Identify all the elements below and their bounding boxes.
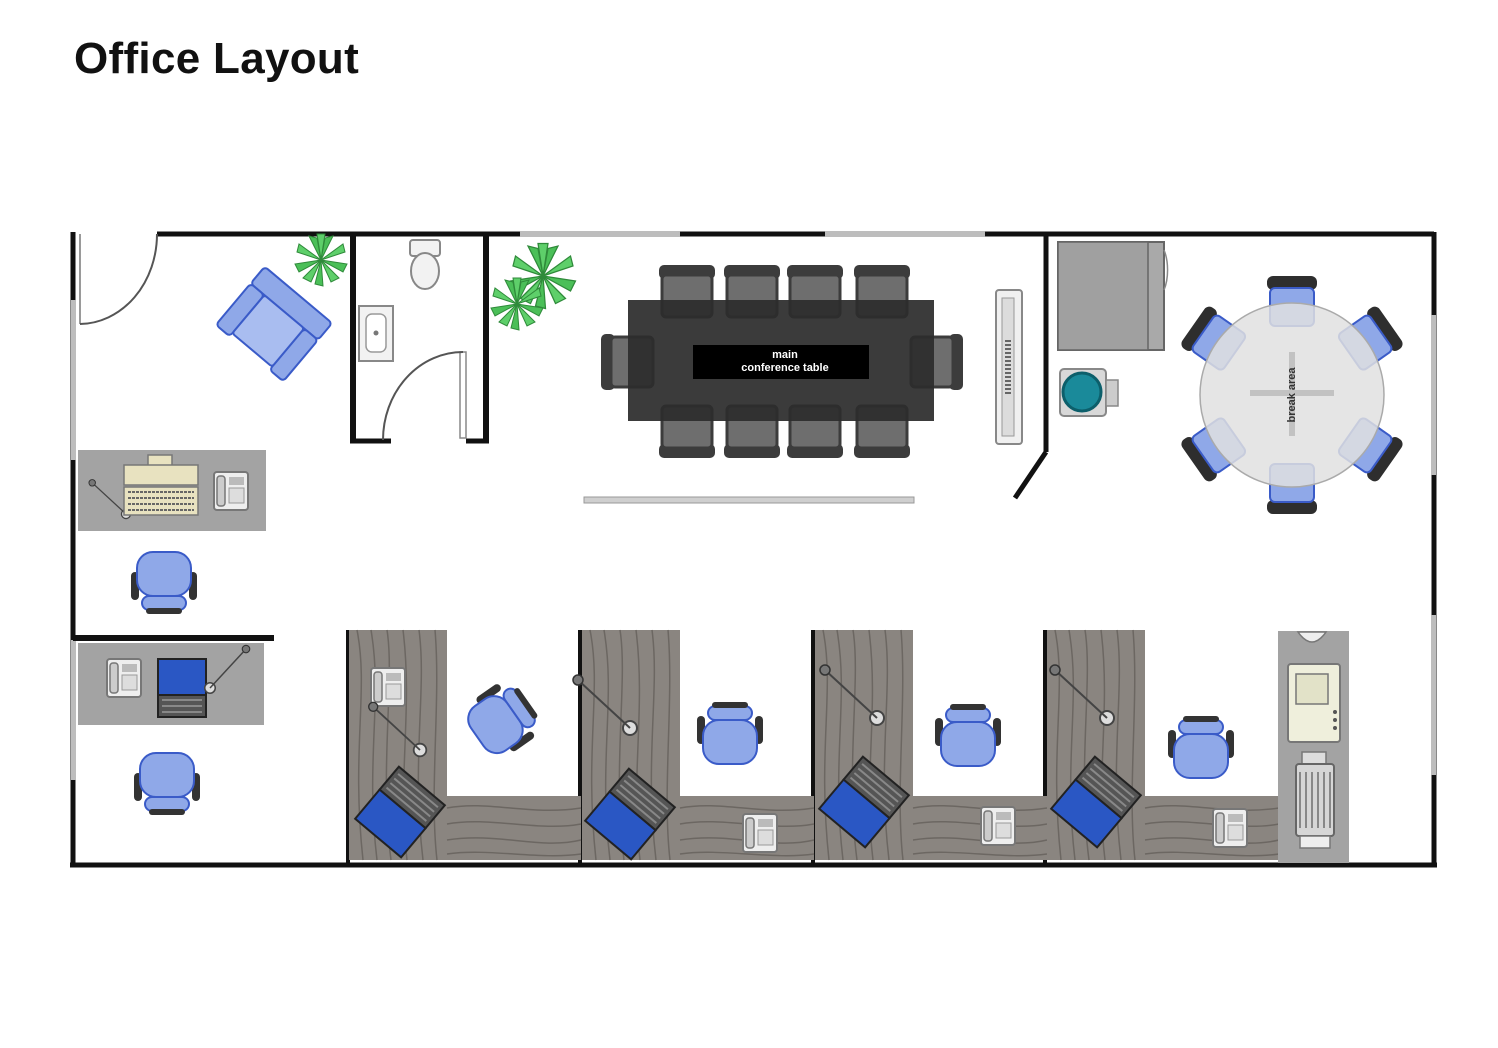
printer-icon (1295, 751, 1335, 849)
water-cooler-icon (1059, 368, 1119, 417)
armchair-icon (216, 267, 332, 381)
copier-icon (1287, 631, 1341, 743)
conference-table-label-line1: main (772, 349, 798, 361)
fridge-icon (1057, 241, 1169, 351)
phone-icon (742, 813, 778, 853)
conference-table: main conference table (628, 300, 934, 421)
laptop-icon (157, 658, 207, 718)
toilet-icon (409, 239, 441, 290)
sink-icon (358, 305, 394, 362)
door-swing-icon (79, 233, 158, 325)
page-title: Office Layout (74, 34, 360, 83)
phone-icon (1212, 808, 1248, 848)
phone-icon (370, 667, 406, 707)
phone-icon (213, 471, 249, 511)
break-area-label: break area (1286, 367, 1298, 423)
phone-icon (106, 658, 142, 698)
computer-icon (123, 454, 199, 516)
desk-top-left (78, 450, 266, 531)
door-swing-icon (382, 351, 467, 441)
tv-screen-icon (995, 289, 1023, 445)
conference-table-label-line2: conference table (741, 362, 828, 374)
break-area-table: break area (1199, 302, 1385, 488)
desk-bottom-left (78, 643, 264, 725)
print-station (1278, 631, 1349, 863)
phone-icon (980, 806, 1016, 846)
